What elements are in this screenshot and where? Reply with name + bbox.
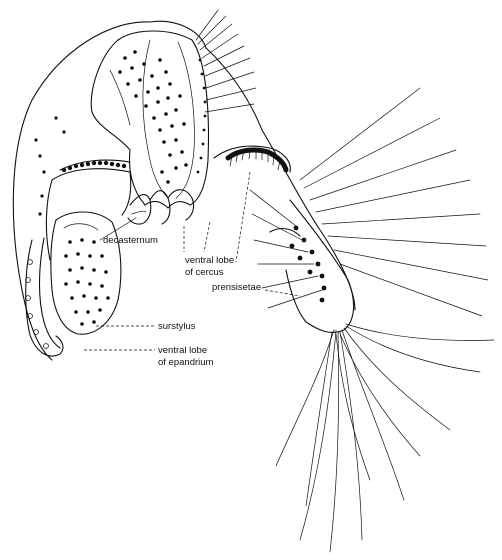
surstylus [51,212,121,334]
cercus-setae-dots [118,50,188,184]
label-ventral-lobe-epandrium-line1: ventral lobe [158,345,207,356]
cercus-top-setae [196,10,256,112]
basal-setae-fan [276,324,494,552]
prensisetae-comb [228,149,286,170]
ventral-lobe-epandrium [26,238,63,356]
label-prensisetae: prensisetae [212,282,261,293]
epandrium-margin-rings [26,116,66,348]
label-ventral-lobe-cercus-line2: of cercus [185,267,224,278]
label-surstylus: surstylus [158,321,196,332]
surstylus-dots [64,238,110,326]
dark-beaded-band-left [62,161,126,172]
label-decasternum: decasternum [103,235,158,246]
cercus [91,31,208,208]
label-ventral-lobe-epandrium-line2: of epandrium [158,357,214,368]
right-lobe-setae [250,88,488,316]
label-ventral-lobe-cercus-line1: ventral lobe [185,255,234,266]
epandrium-outline [13,21,262,360]
